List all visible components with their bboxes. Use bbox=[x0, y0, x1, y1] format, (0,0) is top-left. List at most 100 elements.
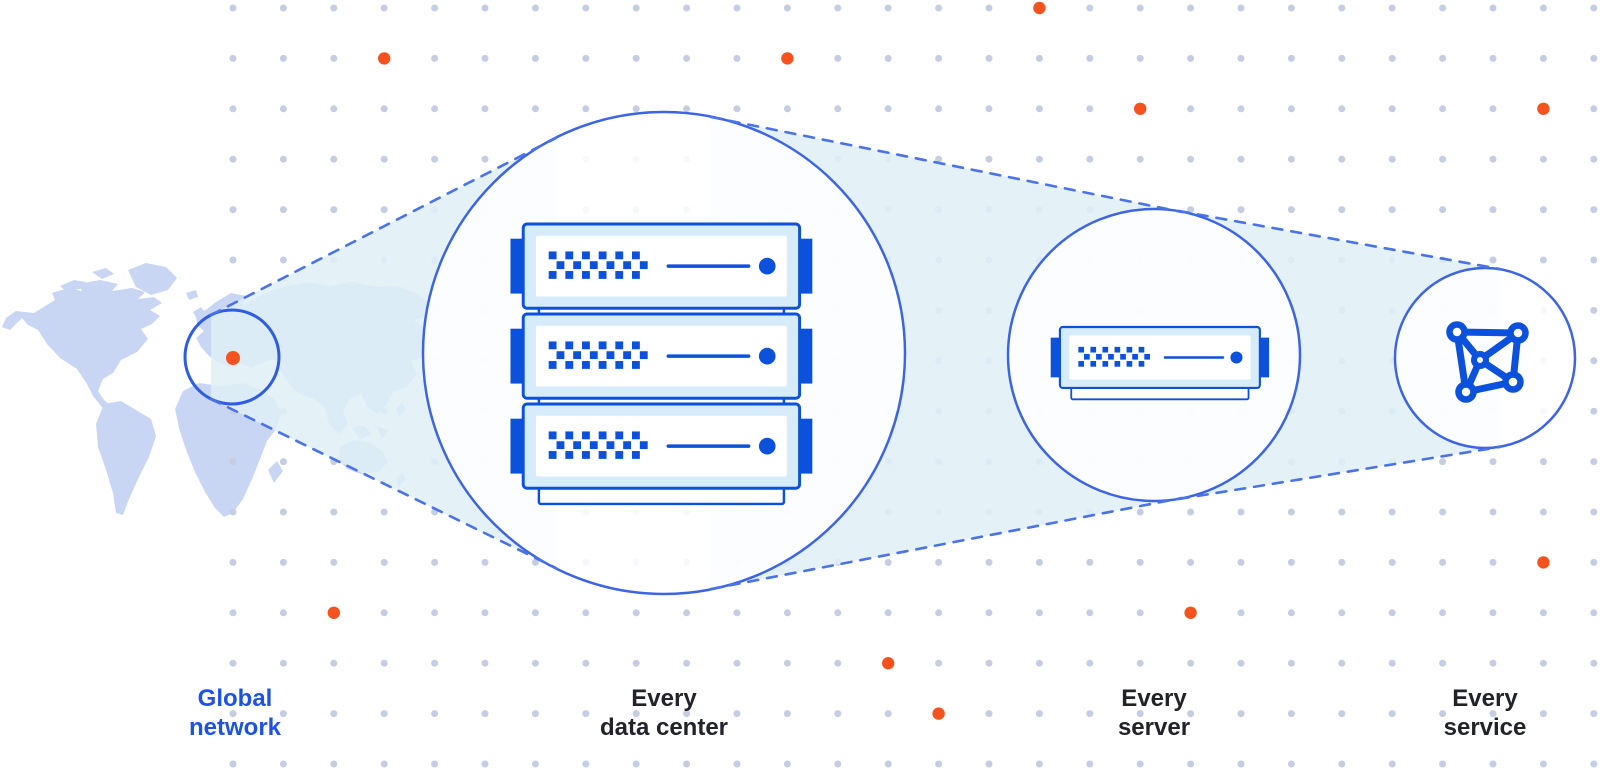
grid-dot bbox=[1439, 155, 1447, 163]
grid-dot bbox=[1287, 4, 1295, 12]
grid-dot bbox=[1237, 760, 1245, 768]
label-every-server: Every server bbox=[1118, 684, 1190, 742]
grid-dot bbox=[834, 760, 842, 768]
label-line: data center bbox=[599, 714, 729, 741]
grid-dot bbox=[481, 54, 489, 62]
grid-dot bbox=[1086, 558, 1094, 566]
grid-dot bbox=[1136, 558, 1144, 566]
grid-dot bbox=[481, 558, 489, 566]
grid-dot bbox=[985, 609, 993, 617]
grid-dot bbox=[1388, 4, 1396, 12]
grid-dot bbox=[884, 760, 892, 768]
grid-dot bbox=[1489, 54, 1497, 62]
label-line: Every bbox=[1121, 685, 1187, 712]
accent-dot bbox=[1537, 556, 1550, 569]
label-line: Global bbox=[197, 685, 273, 712]
grid-dot bbox=[1388, 105, 1396, 113]
grid-dot bbox=[683, 659, 691, 667]
grid-dot bbox=[229, 105, 237, 113]
grid-dot bbox=[1439, 54, 1447, 62]
grid-dot bbox=[229, 206, 237, 214]
grid-dot bbox=[1489, 155, 1497, 163]
grid-dot bbox=[582, 760, 590, 768]
grid-dot bbox=[229, 155, 237, 163]
grid-dot bbox=[1590, 256, 1598, 264]
grid-dot bbox=[1287, 206, 1295, 214]
grid-dot bbox=[1287, 558, 1295, 566]
grid-dot bbox=[431, 609, 439, 617]
grid-dot bbox=[1338, 659, 1346, 667]
grid-dot bbox=[1287, 508, 1295, 516]
grid-dot bbox=[582, 4, 590, 12]
grid-dot bbox=[1187, 105, 1195, 113]
grid-dot bbox=[229, 760, 237, 768]
grid-dot bbox=[1590, 306, 1598, 314]
grid-dot bbox=[531, 4, 539, 12]
label-every-service: Every service bbox=[1444, 684, 1527, 742]
grid-dot bbox=[1590, 710, 1598, 718]
grid-dot bbox=[1590, 558, 1598, 566]
grid-dot bbox=[1489, 458, 1497, 466]
label-every-data-center: Every data center bbox=[600, 684, 728, 742]
grid-dot bbox=[1539, 4, 1547, 12]
grid-dot bbox=[783, 760, 791, 768]
grid-dot bbox=[985, 105, 993, 113]
grid-dot bbox=[1136, 659, 1144, 667]
grid-dot bbox=[1237, 659, 1245, 667]
grid-dot bbox=[632, 659, 640, 667]
grid-dot bbox=[683, 105, 691, 113]
grid-dot bbox=[1489, 206, 1497, 214]
grid-dot bbox=[1035, 155, 1043, 163]
map-highlight-circle bbox=[183, 308, 281, 406]
grid-dot bbox=[1338, 558, 1346, 566]
grid-dot bbox=[481, 105, 489, 113]
grid-dot bbox=[330, 4, 338, 12]
grid-dot bbox=[1237, 508, 1245, 516]
grid-dot bbox=[1237, 609, 1245, 617]
grid-dot bbox=[834, 710, 842, 718]
grid-dot bbox=[1287, 105, 1295, 113]
grid-dot bbox=[733, 4, 741, 12]
grid-dot bbox=[783, 710, 791, 718]
label-line: server bbox=[1117, 714, 1191, 741]
label-line: Every bbox=[631, 685, 697, 712]
grid-dot bbox=[834, 4, 842, 12]
grid-dot bbox=[1590, 206, 1598, 214]
grid-dot bbox=[330, 155, 338, 163]
grid-dot bbox=[1187, 659, 1195, 667]
grid-dot bbox=[279, 508, 287, 516]
grid-dot bbox=[733, 609, 741, 617]
grid-dot bbox=[431, 4, 439, 12]
grid-dot bbox=[1035, 710, 1043, 718]
grid-dot bbox=[1388, 609, 1396, 617]
grid-dot bbox=[1439, 558, 1447, 566]
grid-dot bbox=[380, 760, 388, 768]
grid-dot bbox=[582, 609, 590, 617]
server-rack-icon bbox=[508, 222, 815, 506]
grid-dot bbox=[1035, 105, 1043, 113]
grid-dot bbox=[380, 659, 388, 667]
grid-dot bbox=[1237, 4, 1245, 12]
grid-dot bbox=[1439, 508, 1447, 516]
label-line: Every bbox=[1452, 685, 1518, 712]
grid-dot bbox=[1136, 54, 1144, 62]
grid-dot bbox=[1338, 4, 1346, 12]
grid-dot bbox=[1439, 4, 1447, 12]
grid-dot bbox=[380, 558, 388, 566]
grid-dot bbox=[1338, 105, 1346, 113]
grid-dot bbox=[1338, 54, 1346, 62]
grid-dot bbox=[783, 4, 791, 12]
grid-dot bbox=[884, 105, 892, 113]
grid-dot bbox=[1187, 206, 1195, 214]
grid-dot bbox=[1439, 105, 1447, 113]
grid-dot bbox=[783, 105, 791, 113]
grid-dot bbox=[884, 558, 892, 566]
accent-dot bbox=[932, 707, 945, 720]
grid-dot bbox=[1590, 659, 1598, 667]
grid-dot bbox=[1237, 155, 1245, 163]
grid-dot bbox=[431, 54, 439, 62]
grid-dot bbox=[1187, 4, 1195, 12]
grid-dot bbox=[481, 155, 489, 163]
grid-dot bbox=[683, 760, 691, 768]
grid-dot bbox=[1539, 54, 1547, 62]
